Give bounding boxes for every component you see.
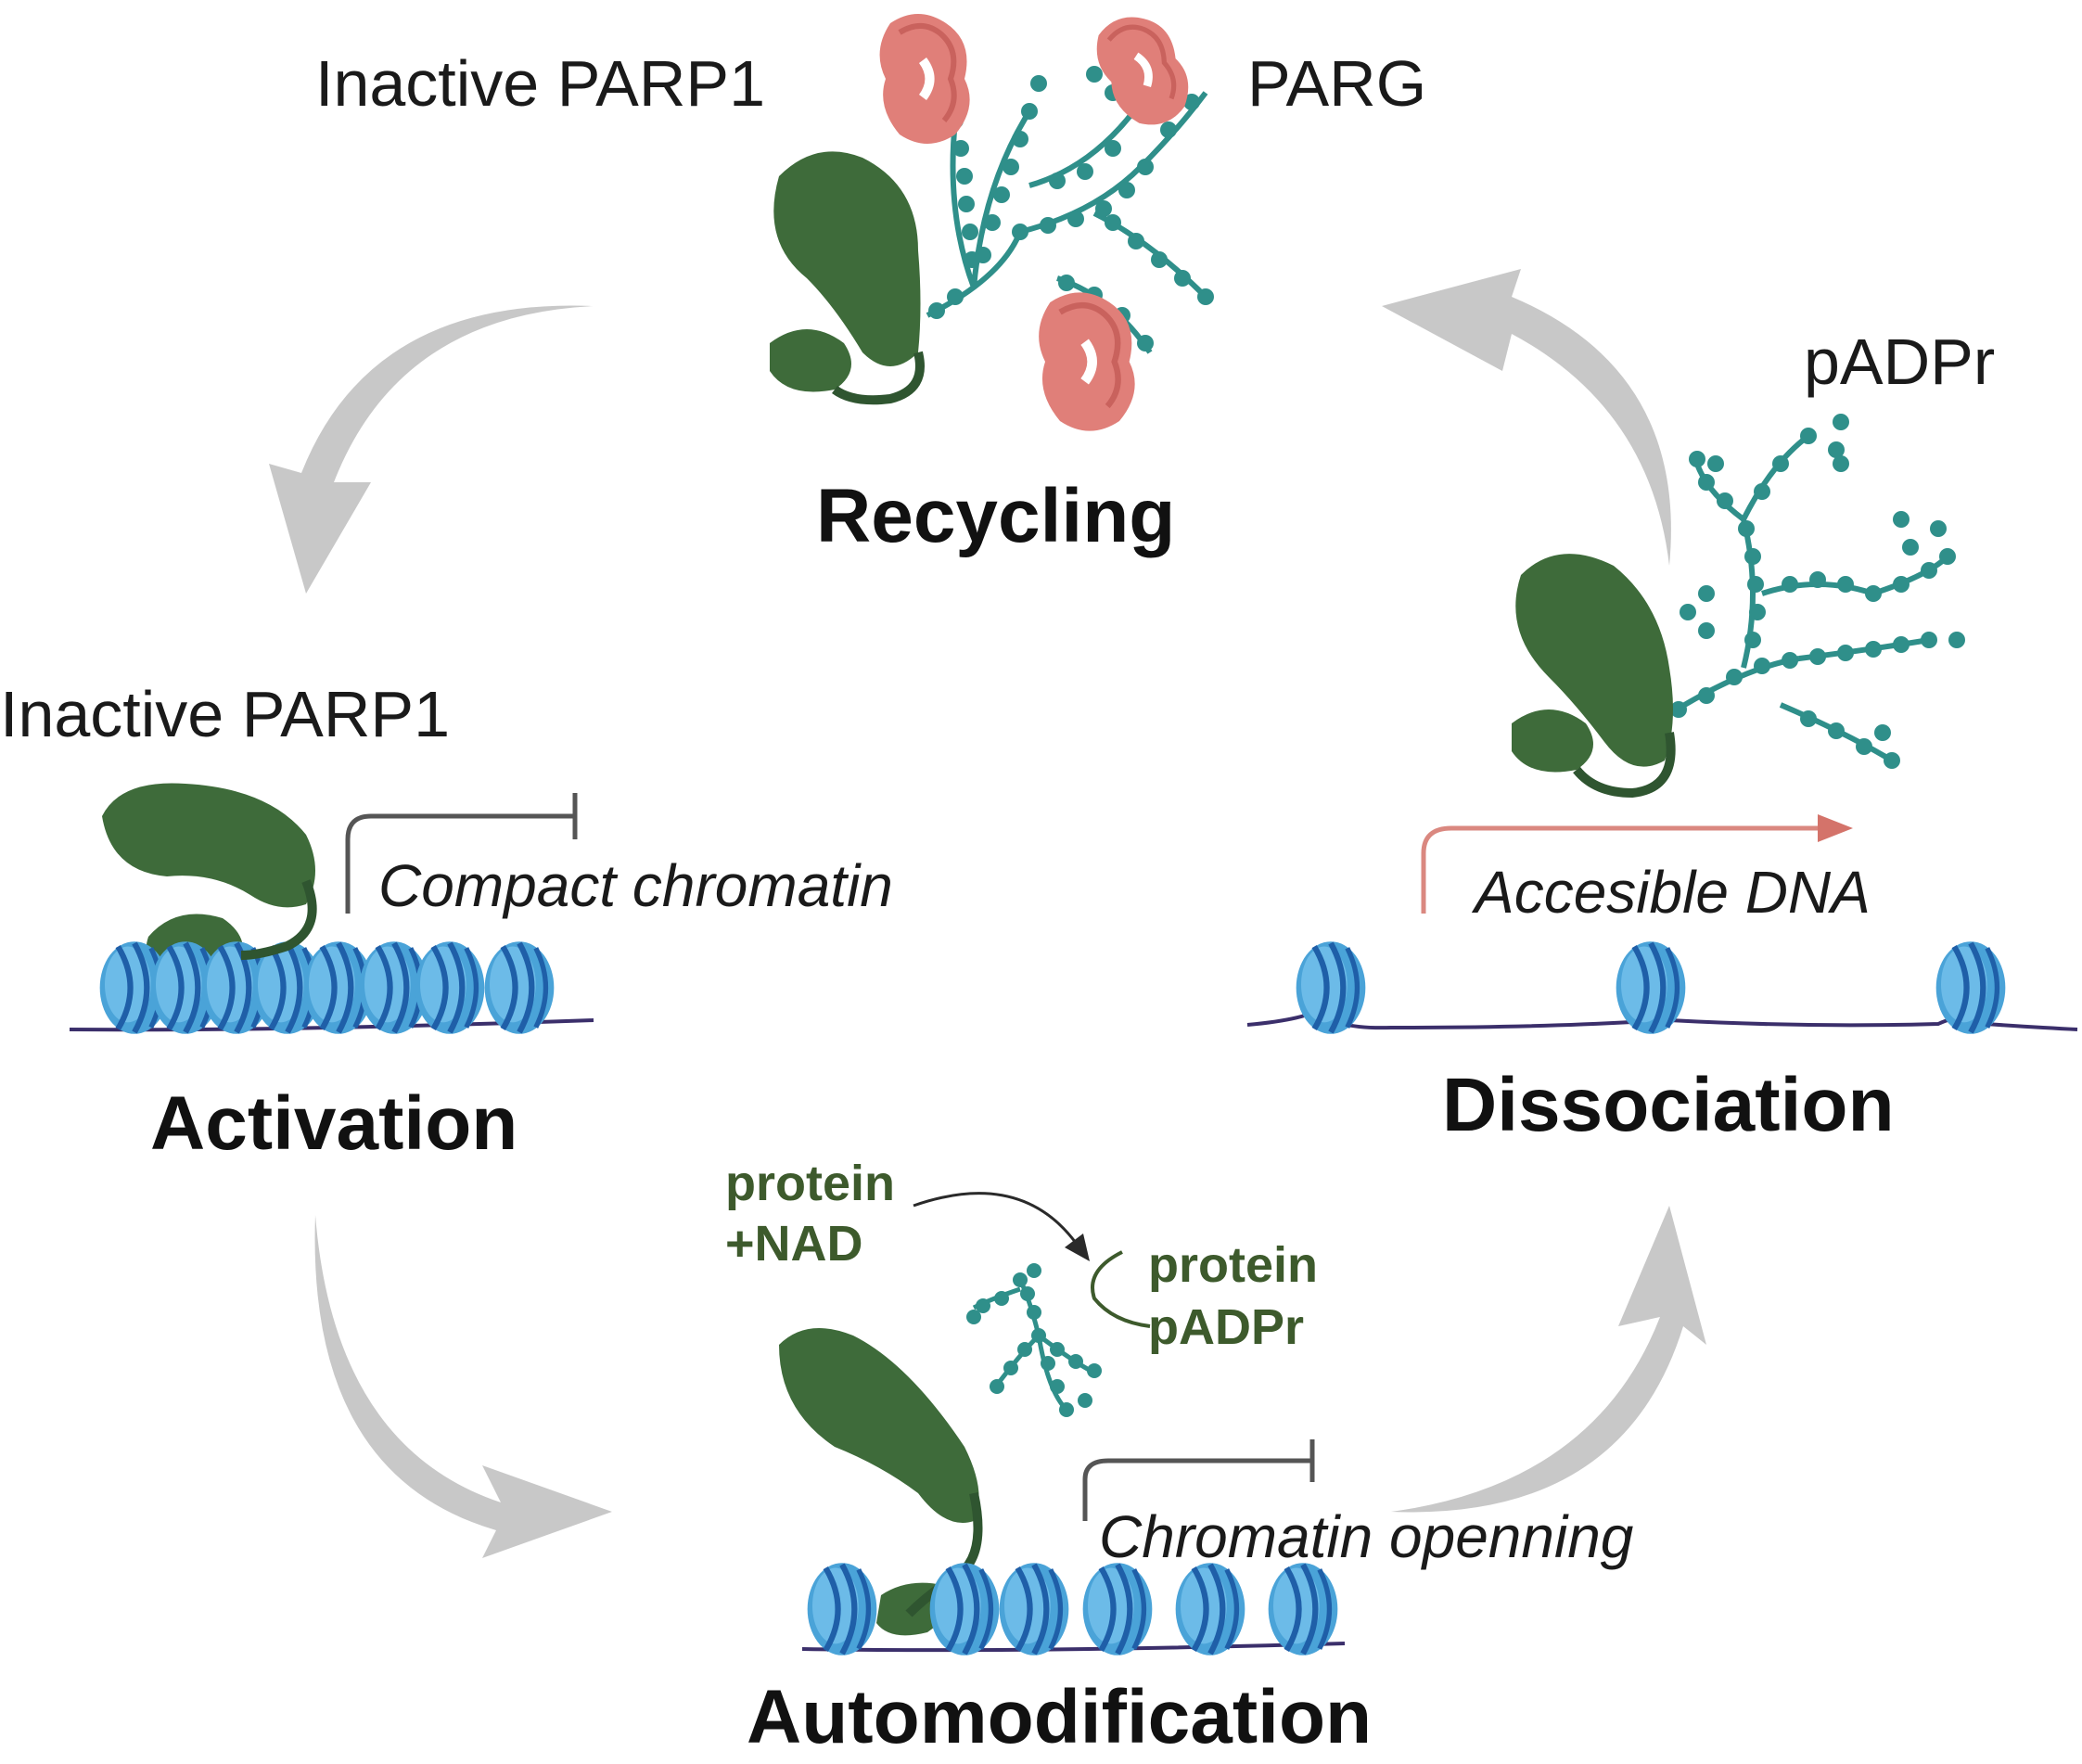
- activation-arrow-icon: [1818, 814, 1853, 842]
- nucleosome-icon: [1936, 941, 2006, 1034]
- recycling-title: Recycling: [816, 474, 1176, 558]
- inhibition-line-icon: [1082, 1458, 1312, 1521]
- nucleosome-icon: [1000, 1563, 1069, 1655]
- parg-label: PARG: [1247, 47, 1427, 120]
- dissociation-title: Dissociation: [1442, 1063, 1895, 1147]
- parp1-protein-icon: [1512, 554, 1676, 799]
- activation-arrow-icon: [1421, 825, 1818, 914]
- nucleosome-icon: [415, 941, 485, 1034]
- parg-enzyme-icon: [1039, 292, 1135, 430]
- nucleosome-icon: [1269, 1563, 1338, 1655]
- inactive-parp1-left-label: Inactive PARP1: [0, 678, 451, 750]
- inhibition-line-icon: [1091, 1250, 1151, 1328]
- padpr-product-label: pADPr: [1148, 1299, 1305, 1355]
- parp1-protein-icon: [102, 783, 317, 960]
- protein-substrate-label: protein: [725, 1156, 895, 1211]
- inhibition-line-icon: [345, 813, 575, 914]
- nucleosome-icon: [1083, 1563, 1153, 1655]
- nucleosome-icon: [930, 1563, 1000, 1655]
- automodification-title: Automodification: [747, 1675, 1373, 1759]
- dna-strand-icon: [801, 1642, 1346, 1653]
- compact-chromatin-label: Compact chromatin: [378, 852, 893, 919]
- nucleosome-icon: [1616, 941, 1686, 1034]
- cycle-arrow-icon: [1382, 269, 1671, 566]
- nucleosome-icon: [485, 941, 555, 1034]
- activation-arrow-icon: [1065, 1234, 1090, 1261]
- accesible-dna-label: Accesible DNA: [1475, 859, 1871, 926]
- inactive-parp1-top-label: Inactive PARP1: [315, 47, 766, 120]
- activation-title: Activation: [150, 1081, 518, 1166]
- activation-arrow-icon: [913, 1192, 1078, 1244]
- parg-enzyme-icon: [880, 14, 970, 144]
- cycle-arrow-icon: [269, 305, 594, 594]
- cycle-arrow-icon: [314, 1215, 612, 1558]
- protein-product-label: protein: [1148, 1237, 1318, 1293]
- nucleosome-icon: [808, 1563, 877, 1655]
- padpr-label: pADPr: [1804, 326, 1996, 398]
- parg-enzyme-icon: [1087, 4, 1199, 136]
- chromatin-openning-label: Chromatin openning: [1099, 1503, 1634, 1570]
- parp1-protein-icon: [770, 151, 925, 405]
- padpr-chain-icon: [1667, 414, 1965, 769]
- padpr-chain-icon: [966, 1263, 1102, 1417]
- nucleosome-icon: [1176, 1563, 1245, 1655]
- cycle-arrow-icon: [1391, 1206, 1706, 1513]
- nad-label: +NAD: [725, 1216, 863, 1272]
- nucleosome-icon: [1296, 941, 1366, 1034]
